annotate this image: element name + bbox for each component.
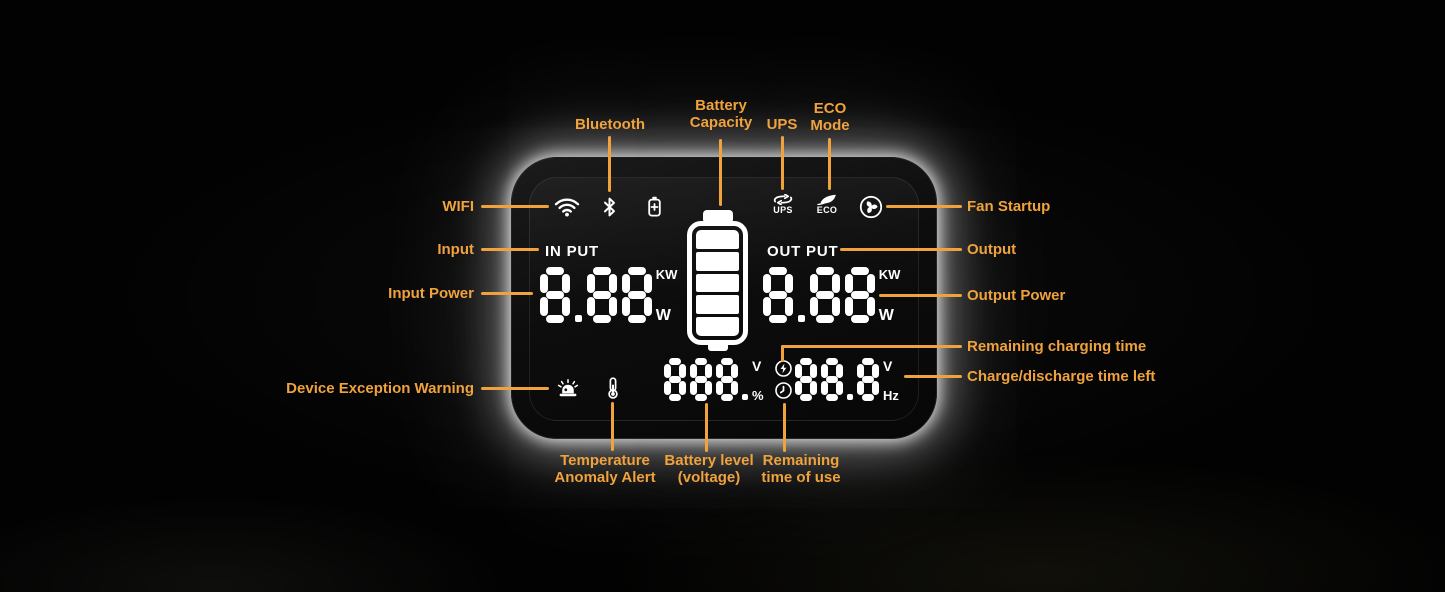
bluetooth-icon xyxy=(604,197,615,217)
temperature-anomaly-alert-label: Temperature Anomaly Alert xyxy=(554,452,656,486)
remaining-charging-time-callout-line xyxy=(781,345,962,348)
battery-voltage-unit-percent: % xyxy=(751,388,764,403)
input-power-digits xyxy=(540,267,652,323)
bluetooth-callout-line xyxy=(608,136,611,192)
temperature-anomaly-callout-line xyxy=(611,402,614,451)
input-callout-line xyxy=(481,248,539,251)
device-exception-warning-callout-line xyxy=(481,387,549,390)
charging-bolt-icon xyxy=(775,360,792,377)
battery-capacity-segment xyxy=(696,317,739,336)
eco-mode-callout-line xyxy=(828,138,831,190)
remaining-time-of-use-callout-line xyxy=(783,403,786,452)
output-power-display: KW W xyxy=(763,267,900,325)
output-unit-w: W xyxy=(878,307,894,324)
input-section-label: IN PUT xyxy=(545,243,599,260)
input-power-callout-line xyxy=(481,292,533,295)
output-power-label: Output Power xyxy=(967,287,1066,304)
battery-voltage-digits xyxy=(664,358,748,401)
clock-icon xyxy=(775,382,792,399)
ups-label: UPS xyxy=(766,116,798,133)
eco-mode-label: ECO Mode xyxy=(810,100,850,134)
input-label: Input xyxy=(437,241,474,258)
battery-capacity-gauge xyxy=(687,221,748,345)
output-section-label: OUT PUT xyxy=(767,243,839,260)
fan-icon xyxy=(859,195,883,219)
eco-icon: ECO xyxy=(813,194,841,215)
battery-voltage-units: V % xyxy=(752,358,764,403)
battery-capacity-callout-line xyxy=(719,139,722,206)
input-power-display: KW W xyxy=(540,267,677,325)
ups-icon: UPS xyxy=(769,194,797,215)
input-power-units: KW W xyxy=(656,267,678,325)
output-unit-kw: KW xyxy=(878,267,901,282)
wifi-callout-line xyxy=(481,205,549,208)
battery-status-icon xyxy=(648,196,661,217)
output-power-digits xyxy=(763,267,875,323)
battery-level-voltage-label: Battery level (voltage) xyxy=(664,452,754,486)
device-exception-warning-label: Device Exception Warning xyxy=(286,380,474,397)
bluetooth-label: Bluetooth xyxy=(575,116,645,133)
output-power-callout-line xyxy=(879,294,962,297)
input-power-label: Input Power xyxy=(388,285,474,302)
battery-capacity-segment xyxy=(696,251,739,271)
ups-icon-label: UPS xyxy=(773,205,793,215)
battery-capacity-top-cap xyxy=(703,210,733,221)
battery-level-callout-line xyxy=(705,403,708,452)
charge-time-unit-hz: Hz xyxy=(882,388,899,403)
fan-startup-label: Fan Startup xyxy=(967,198,1051,215)
wifi-label: WIFI xyxy=(442,198,474,215)
input-unit-kw: KW xyxy=(655,267,678,282)
remaining-time-of-use-label: Remaining time of use xyxy=(761,452,841,486)
wifi-icon xyxy=(554,198,580,217)
input-unit-w: W xyxy=(655,307,671,324)
battery-capacity-segment xyxy=(696,273,739,293)
remaining-charging-time-callout-elbow xyxy=(781,345,784,362)
siren-icon xyxy=(557,379,579,397)
battery-voltage-display: V % xyxy=(664,358,764,403)
charge-time-units: V Hz xyxy=(883,358,899,403)
battery-voltage-unit-v: V xyxy=(751,358,762,374)
output-label: Output xyxy=(967,241,1017,258)
charge-time-unit-v: V xyxy=(882,358,893,374)
remaining-charging-time-label: Remaining charging time xyxy=(967,338,1147,355)
battery-capacity-bottom-cap xyxy=(708,345,728,351)
output-power-units: KW W xyxy=(879,267,901,325)
eco-icon-label: ECO xyxy=(816,205,838,215)
battery-capacity-label: Battery Capacity xyxy=(689,97,753,131)
ups-arrows-icon xyxy=(773,194,793,205)
charge-discharge-time-left-label: Charge/discharge time left xyxy=(967,368,1156,385)
output-callout-line xyxy=(840,248,962,251)
ups-callout-line xyxy=(781,136,784,190)
eco-leaf-icon xyxy=(817,194,836,205)
battery-capacity-segment xyxy=(696,230,739,249)
thermometer-icon xyxy=(608,377,618,399)
battery-capacity-segments xyxy=(696,230,739,336)
battery-capacity-segment xyxy=(696,295,739,315)
fan-startup-callout-line xyxy=(886,205,962,208)
charge-time-digits xyxy=(795,358,879,401)
charge-time-display: V Hz xyxy=(795,358,899,403)
charge-discharge-time-callout-line xyxy=(904,375,962,378)
